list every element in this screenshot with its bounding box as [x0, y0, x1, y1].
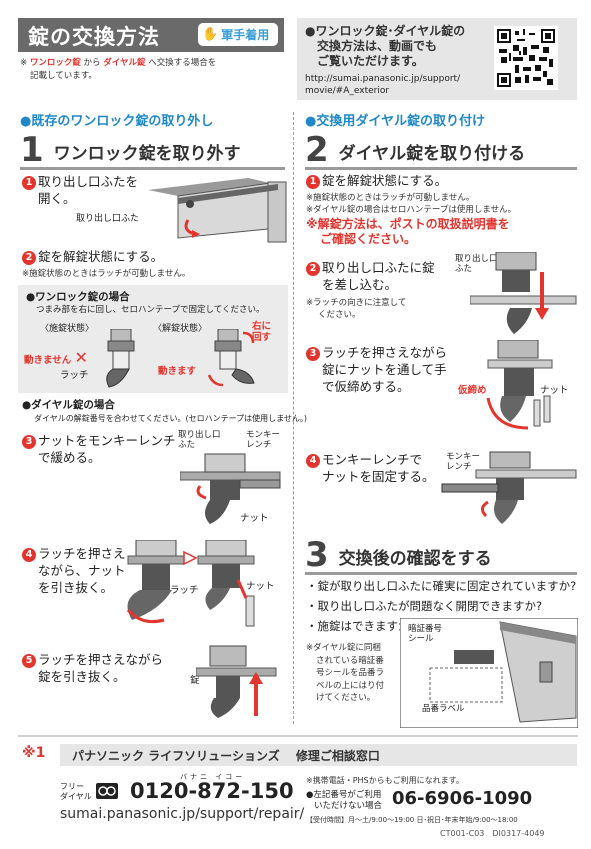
left-step2-note: ※施錠状態のときはラッチが可動しません。 [22, 269, 191, 279]
left-step3-lid-label: 取り出し口ふた [178, 430, 221, 450]
left-step-heading: 1 ワンロック錠を取り外す [20, 133, 285, 170]
left-step4-latch-label: ラッチ [170, 585, 199, 596]
alt-phone[interactable]: 06-6906-1090 [392, 788, 533, 809]
intro-note: ※ ワンロック錠 から ダイヤル錠 へ交換する場合を 記載しています。 [20, 58, 217, 81]
phone-ruby: バナニ イコー [180, 773, 246, 781]
left-step4-nut-label: ナット [246, 581, 275, 592]
reception-hours: 【受付時間】月～土/9:00～19:00 日･祝日･年末年始/9:00～18:0… [306, 816, 518, 824]
right-section-title: ●交換用ダイヤル錠の取り付け [305, 114, 485, 129]
mobile-note: ※携帯電話・PHSからもご利用になれます。 [306, 776, 464, 785]
heading-underline [305, 167, 577, 170]
dial-seal-note: ※ダイヤル錠に同梱 されている暗証番 号シールを品番ラ ベルの上にはり付 けてく… [306, 643, 385, 703]
lock-locked-illustration [96, 329, 146, 389]
lock-unlocked-illustration [203, 329, 263, 389]
video-url[interactable]: http://sumai.panasonic.jp/support/ [305, 74, 461, 84]
wrench-loosen-illustration [180, 450, 290, 530]
free-dial-label: フリー ダイヤル [60, 782, 92, 801]
hand-tighten-illustration [478, 340, 578, 440]
free-dial-phone[interactable]: 0120-872-150 [130, 779, 294, 803]
footer-divider [18, 735, 578, 737]
seal-label: 暗証番号シール [408, 624, 443, 644]
repair-url[interactable]: sumai.panasonic.jp/support/repair/ [60, 806, 305, 822]
mailbox-lid-illustration [148, 168, 288, 248]
alt-number-label: ●左記番号がご利用 いただけない場合 [306, 790, 383, 811]
dial-lock-case: ●ダイヤル錠の場合 ダイヤルの解錠番号を合わせてください。(セロハンテープは使用… [22, 399, 308, 423]
footer-mark: ※1 [22, 745, 46, 761]
check-list: ・錠が取り出し口ふたに確実に固定されていますか? ・取り出し口ふたが問題なく開閉… [306, 579, 577, 633]
left-section-title: ●既存のワンロック錠の取り外し [20, 114, 214, 129]
right-step-heading: 2 ダイヤル錠を取り付ける [305, 133, 577, 170]
left-step5-lock-label: 錠 [190, 675, 200, 686]
qr-code-icon[interactable] [494, 26, 558, 90]
hand-icon: ✋ [202, 27, 219, 42]
cross-icon: ✕ [74, 348, 88, 367]
heading-underline [305, 572, 577, 575]
wrench-tighten-illustration [440, 448, 580, 528]
footer-header: パナソニック ライフソリューションズ 修理ご相談窓口 [60, 744, 577, 766]
right-step3-heading: 3 交換後の確認をする [305, 538, 577, 575]
lock-removal-illustration [196, 642, 286, 722]
left-step3-wrench-label: モンキーレンチ [246, 430, 281, 450]
right-step3-temp-label: 仮締め [458, 385, 487, 396]
heading-underline [20, 167, 285, 170]
label-seal-illustration [400, 618, 578, 728]
onelock-box: ●ワンロック錠の場合 つまみ部を右に回し、セロハンテープで固定してください。 〈… [18, 285, 288, 393]
glove-badge: ✋ 軍手着用 [198, 23, 278, 46]
insert-lock-illustration [470, 252, 580, 337]
document-code: CT001-C03 DI0317-4049 [440, 829, 545, 838]
right-step3-nut-label: ナット [540, 385, 569, 396]
nut-removal-illustration [118, 540, 288, 630]
left-step1-label: 取り出し口ふた [76, 214, 140, 224]
free-dial-icon [96, 783, 118, 799]
right-step4-wrench-label: モンキーレンチ [446, 452, 481, 472]
part-number-label: 品番ラベル [422, 704, 465, 714]
right-step2-lid-label: 取り出し口ふた [455, 254, 498, 274]
left-step3-nut-label: ナット [240, 513, 269, 524]
column-divider [293, 112, 294, 724]
